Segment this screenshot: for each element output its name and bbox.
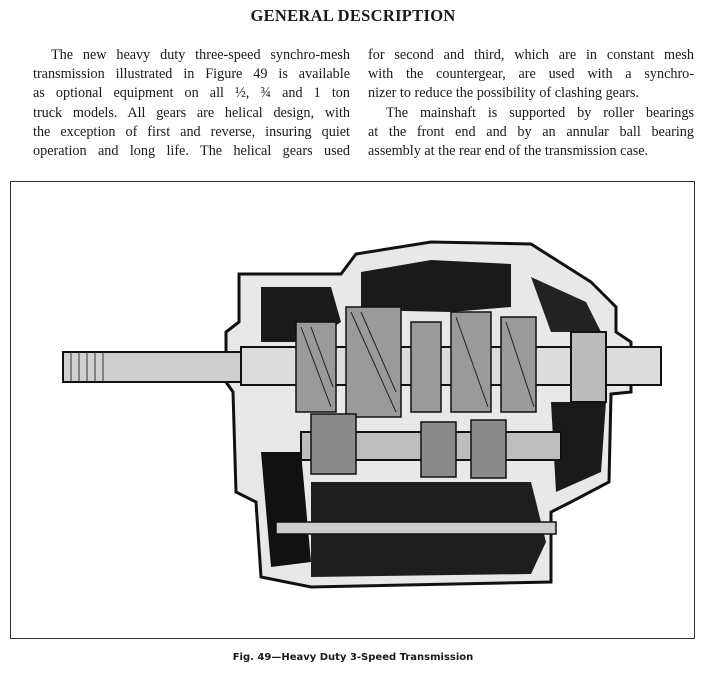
- text-line: assembly at the rear end of the transmis…: [368, 143, 649, 160]
- text-line: the exception of first and reverse, insu…: [33, 123, 350, 140]
- figure-frame: [10, 181, 695, 639]
- text-column-right: for second and third, which are in const…: [368, 46, 694, 161]
- text-line: The mainshaft is supported by roller bea…: [386, 104, 694, 121]
- text-line: operation and long life. The helical gea…: [33, 143, 350, 160]
- text-line: nizer to reduce the possibility of clash…: [368, 85, 640, 102]
- text-line: The new heavy duty three-speed synchro-m…: [51, 47, 350, 63]
- text-line: for second and third, which are in const…: [368, 47, 694, 63]
- text-line: with the countergear, are used with a sy…: [368, 66, 694, 83]
- text-line: at the front end and by an annular ball …: [368, 123, 694, 140]
- text-column-left: The new heavy duty three-speed synchro-m…: [33, 46, 350, 161]
- text-line: truck models. All gears are helical desi…: [33, 104, 350, 121]
- text-line: transmission illustrated in Figure 49 is…: [33, 66, 350, 83]
- figure-caption: Fig. 49—Heavy Duty 3-Speed Transmission: [232, 652, 474, 663]
- text-line: as optional equipment on all ½, ¾ and 1 …: [33, 85, 350, 102]
- page-title: GENERAL DESCRIPTION: [250, 6, 456, 25]
- transmission-illustration: [62, 240, 662, 589]
